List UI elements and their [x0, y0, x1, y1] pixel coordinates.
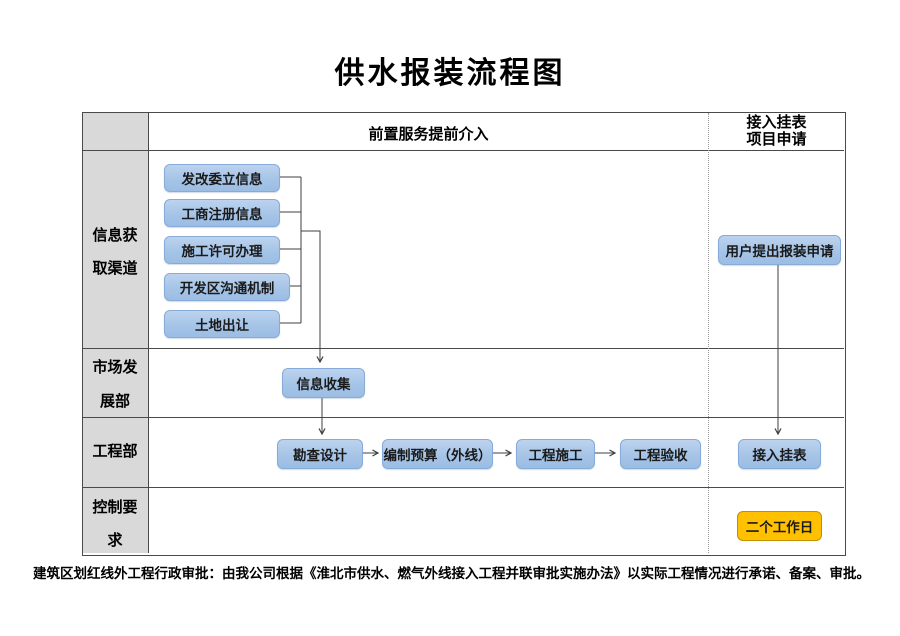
flow-box-construction: 工程施工 [516, 439, 595, 469]
row-label-market-dept-line1: 市场发 [92, 360, 138, 376]
flow-box-survey-design: 勘查设计 [277, 439, 363, 469]
row-label-control-requirement-line1: 控制要 [92, 500, 138, 516]
row-label-control-requirement-line2: 求 [107, 533, 123, 549]
grid-line-row3 [83, 487, 844, 488]
flow-box-acceptance: 工程验收 [620, 439, 701, 469]
flow-box-budget: 编制预算（外线） [382, 439, 493, 469]
row-label-control-requirement: 控制要 求 [82, 492, 148, 558]
page-title: 供水报装流程图 [334, 57, 566, 90]
row-label-engineering-dept: 工程部 [92, 444, 138, 460]
row-label-market-dept: 市场发 展部 [82, 351, 148, 419]
flow-box-dev-zone-communication: 开发区沟通机制 [164, 273, 290, 301]
grid-line-header [83, 150, 844, 151]
flow-box-ndrc-info: 发改委立信息 [164, 164, 280, 192]
header-pre-service: 前置服务提前介入 [368, 127, 489, 143]
flow-box-construction-permit: 施工许可办理 [164, 236, 280, 264]
flow-box-land-transfer: 土地出让 [164, 310, 280, 338]
flow-box-business-registration: 工商注册信息 [164, 199, 280, 227]
flow-box-meter-install: 接入挂表 [738, 439, 821, 469]
flow-box-control-days: 二个工作日 [737, 511, 822, 541]
row-label-info-channel-line1: 信息获 [92, 228, 138, 244]
row-label-info-channel: 信息获 取渠道 [82, 220, 148, 286]
grid-line-row2 [83, 417, 844, 418]
header-meter-line1: 接入挂表 [746, 115, 807, 131]
dotted-section-divider [708, 113, 709, 553]
grid-line-row1 [83, 348, 844, 349]
row-label-info-channel-line2: 取渠道 [92, 261, 138, 277]
row-label-market-dept-line2: 展部 [99, 394, 130, 410]
row-label-column [83, 113, 149, 553]
flow-box-info-collect: 信息收集 [282, 368, 365, 398]
table-frame [82, 112, 846, 556]
footnote-text: 建筑区划红线外工程行政审批：由我公司根据《淮北市供水、燃气外线接入工程并联审批实… [33, 566, 870, 581]
header-meter-application: 接入挂表 项目申请 [709, 115, 844, 149]
flow-box-user-request: 用户提出报装申请 [718, 235, 841, 265]
header-meter-line2: 项目申请 [746, 132, 807, 148]
